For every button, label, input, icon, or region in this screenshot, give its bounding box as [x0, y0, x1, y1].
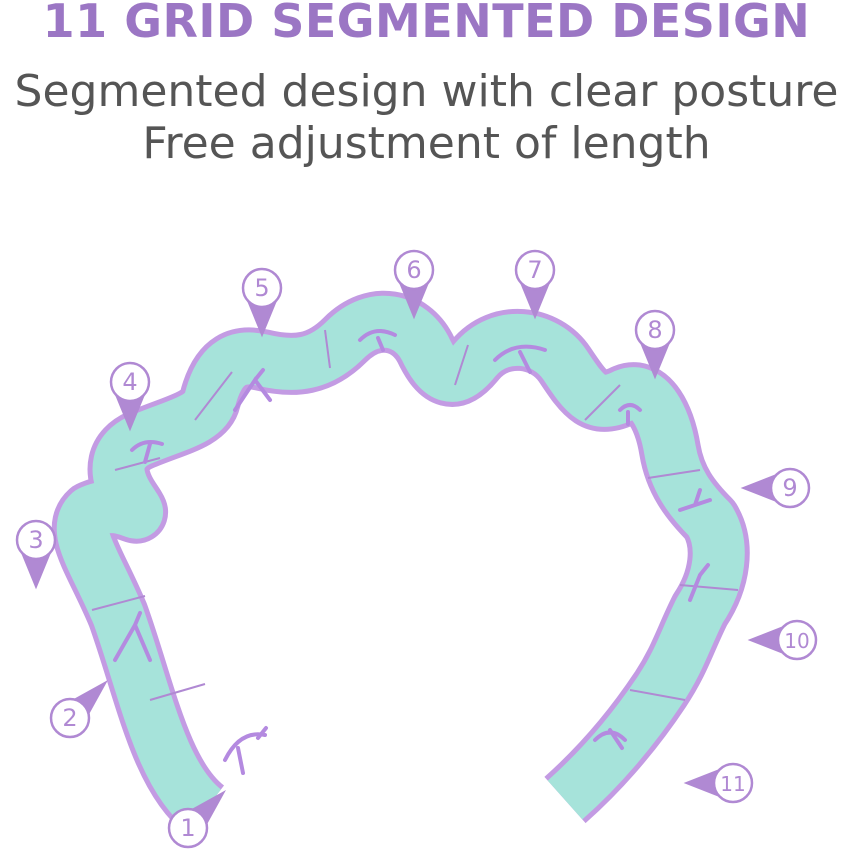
marker-number: 1 [180, 814, 195, 842]
segment-marker-11: 11 [683, 762, 754, 804]
segment-marker-7: 7 [514, 249, 556, 320]
marker-number: 4 [122, 368, 137, 396]
marker-number: 11 [720, 772, 745, 796]
subtitle-line-2: Free adjustment of length [142, 118, 711, 169]
marker-circle [634, 309, 676, 351]
marker-circle [241, 267, 283, 309]
posture-figures [113, 329, 712, 775]
marker-circle [769, 467, 811, 509]
marker-circle [167, 807, 209, 849]
marker-circle [393, 249, 435, 291]
segment-marker-5: 5 [241, 267, 283, 338]
headline: 11 GRID SEGMENTED DESIGN [42, 0, 811, 48]
segment-marker-4: 4 [109, 361, 151, 432]
marker-number: 6 [406, 256, 421, 284]
marker-number: 3 [28, 526, 43, 554]
segment-marker-8: 8 [634, 309, 676, 380]
marker-circle [776, 619, 818, 661]
segment-markers: 1 2 3 4 5 6 7 8 9 10 11 [15, 249, 818, 849]
segment-marker-3: 3 [15, 519, 57, 590]
marker-circle [712, 762, 754, 804]
marker-circle [49, 697, 91, 739]
strap-band [51, 290, 750, 835]
segment-marker-9: 9 [740, 467, 811, 509]
marker-number: 7 [527, 256, 542, 284]
marker-circle [15, 519, 57, 561]
marker-circle [109, 361, 151, 403]
segment-marker-1: 1 [167, 790, 226, 849]
marker-number: 10 [784, 629, 809, 653]
marker-circle [514, 249, 556, 291]
marker-number: 8 [647, 316, 662, 344]
subtitle-line-1: Segmented design with clear posture [14, 66, 839, 117]
segment-marker-10: 10 [747, 619, 818, 661]
marker-number: 9 [782, 474, 797, 502]
marker-number: 5 [254, 274, 269, 302]
segment-marker-6: 6 [393, 249, 435, 320]
marker-number: 2 [62, 704, 77, 732]
segment-marker-2: 2 [49, 680, 108, 739]
segment-dividers [91, 329, 739, 701]
